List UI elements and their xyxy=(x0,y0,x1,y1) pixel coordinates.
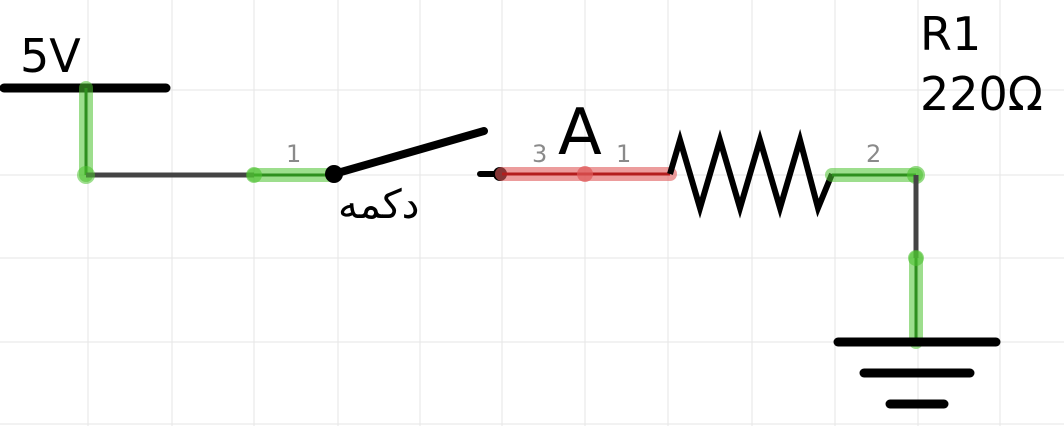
junction-power[interactable] xyxy=(77,166,95,184)
resistor-name: R1 xyxy=(920,7,981,61)
switch-label: دکمه xyxy=(338,182,419,228)
power-supply-symbol[interactable] xyxy=(0,81,171,182)
ground-symbol[interactable] xyxy=(833,250,1001,409)
node-a-junction[interactable] xyxy=(577,166,593,182)
node-a-label: A xyxy=(558,96,602,170)
resistor-symbol[interactable] xyxy=(667,128,835,219)
power-label: 5V xyxy=(20,29,81,83)
switch-pin-left-number: 1 xyxy=(286,140,301,168)
switch-pin-right-number: 3 xyxy=(532,140,547,168)
resistor-pin-left-number: 1 xyxy=(616,140,631,168)
ground-pin-end[interactable] xyxy=(908,250,924,266)
resistor-pin-right-number: 2 xyxy=(866,140,881,168)
resistor-value: 220Ω xyxy=(920,67,1043,121)
switch-pin-left-end[interactable] xyxy=(246,167,262,183)
